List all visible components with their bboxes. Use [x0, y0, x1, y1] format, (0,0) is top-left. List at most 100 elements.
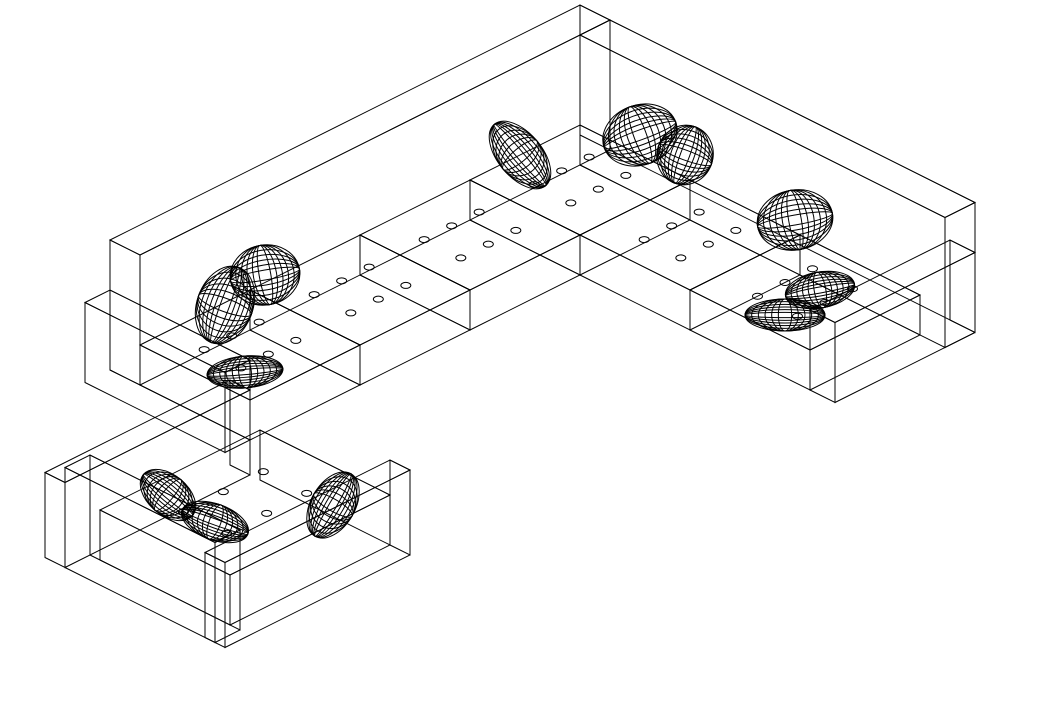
tufting-button — [592, 185, 604, 193]
pillow-mesh — [764, 298, 806, 332]
tufting-button — [363, 263, 375, 271]
tufting-button — [730, 226, 742, 234]
backrest — [214, 529, 241, 644]
seat-module — [799, 234, 921, 336]
pillow-mesh — [198, 266, 252, 344]
tufting-button — [198, 346, 210, 354]
seat-module — [579, 234, 691, 331]
pillow-mesh — [235, 244, 295, 306]
pillow-mesh — [656, 129, 714, 181]
pillow-mesh — [751, 298, 819, 332]
seat-module — [689, 289, 811, 391]
tufting-button — [336, 277, 348, 285]
pillow — [181, 500, 249, 544]
pillow-outline — [656, 124, 714, 186]
pillow-mesh — [308, 476, 358, 534]
pillow-mesh — [744, 303, 826, 327]
throw-pillows — [139, 103, 856, 544]
tufting-button — [620, 171, 632, 179]
rear-arm — [44, 471, 66, 569]
tufting-button — [482, 240, 494, 248]
pillow-mesh — [312, 489, 354, 521]
seat-module — [469, 179, 581, 276]
pillow-mesh — [785, 281, 855, 299]
tufting-button — [257, 468, 269, 476]
seat-module — [469, 234, 581, 331]
seat-module — [359, 234, 471, 331]
pillow — [229, 244, 301, 306]
tufting-buttons — [177, 153, 858, 537]
pillow-mesh — [608, 104, 672, 166]
pillow-mesh — [744, 309, 826, 321]
backrest-wing — [579, 34, 946, 349]
pillow-mesh — [206, 357, 284, 387]
loveseat-sofa — [43, 379, 412, 649]
pillow — [656, 124, 714, 186]
tufting-button — [779, 279, 791, 286]
backrest — [108, 4, 612, 256]
pillow-mesh — [181, 509, 249, 535]
pillow — [602, 103, 678, 167]
tufting-button — [638, 236, 650, 244]
tufting-button — [675, 254, 687, 262]
tufting-button — [752, 292, 763, 300]
tufting-button — [290, 336, 302, 344]
pillow-mesh — [490, 121, 550, 189]
tufting-button — [455, 254, 467, 262]
pillow-mesh — [206, 367, 284, 377]
pillow-mesh — [777, 298, 793, 332]
pillow — [306, 471, 360, 539]
tufting-button — [473, 208, 485, 216]
tufting-button — [693, 208, 705, 216]
pillow — [784, 270, 856, 310]
front-arm — [204, 551, 226, 649]
tufting-button — [345, 309, 357, 317]
seat-module — [809, 294, 921, 391]
tufting-button — [792, 312, 803, 320]
backrest — [139, 19, 611, 386]
tufting-button — [372, 295, 384, 303]
pillow-mesh — [771, 298, 799, 332]
tufting-button — [446, 222, 458, 230]
tufting-button — [261, 509, 273, 517]
tufting-button — [510, 226, 522, 234]
left-arm — [109, 289, 251, 441]
pillow-mesh — [757, 207, 833, 233]
pillow-mesh — [756, 194, 834, 246]
tufting-button — [702, 240, 714, 248]
tufting-button — [262, 350, 274, 358]
pillow-mesh — [602, 107, 678, 163]
rear-arm — [229, 379, 251, 476]
tufting-button — [556, 167, 568, 175]
backrest-wing — [609, 19, 976, 334]
pillow-mesh — [181, 503, 249, 541]
pillow — [756, 189, 834, 251]
pillow-mesh — [744, 301, 826, 329]
pillow-mesh — [212, 355, 278, 389]
tufting-button — [807, 265, 818, 273]
pillow-mesh — [660, 125, 710, 185]
tufting-button — [565, 199, 577, 207]
pillow-mesh — [757, 298, 813, 332]
pillow — [488, 120, 552, 190]
tufting-button — [400, 281, 412, 289]
pillow-mesh — [197, 288, 253, 322]
seat — [99, 509, 231, 626]
pillow-mesh — [744, 311, 826, 319]
pillow-mesh — [186, 501, 244, 543]
rear-arm — [43, 379, 252, 484]
tufting-button — [308, 291, 320, 299]
right-arm — [949, 239, 976, 334]
seat-module — [688, 234, 922, 351]
pillow-mesh — [762, 189, 828, 251]
backrest — [109, 239, 141, 386]
pillow-mesh — [229, 249, 301, 301]
pillow-mesh — [757, 211, 833, 229]
tufting-button — [666, 222, 678, 230]
tufting-button — [418, 236, 430, 244]
pillow-mesh — [790, 271, 850, 309]
pillow-mesh — [205, 266, 245, 344]
seat-corner-module — [469, 179, 581, 276]
pillow-mesh — [657, 133, 713, 177]
